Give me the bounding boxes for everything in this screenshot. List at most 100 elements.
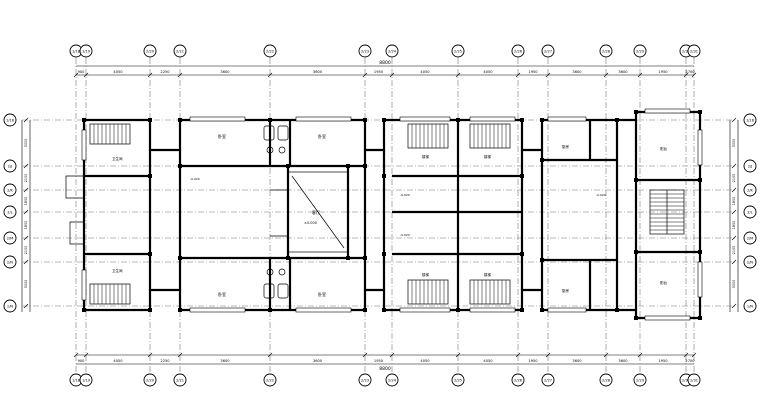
axis-bubble-label: 1/18 [72, 379, 81, 383]
column [148, 174, 152, 178]
dim-tick [545, 72, 551, 78]
dim-tick [603, 72, 609, 78]
dim-value-top: 3600 [220, 70, 230, 74]
dim-tick [455, 352, 461, 358]
room-label-bath-2: 卫生间 [112, 268, 123, 273]
window [547, 307, 587, 313]
window [644, 315, 691, 321]
axis-bubble-circle [79, 373, 93, 387]
axis-bubble-circle [143, 44, 157, 58]
axis-bubble-label: 2/28 [602, 379, 611, 383]
dim-value-top: 4050 [420, 70, 430, 74]
column [540, 308, 544, 312]
room-label-bedroom-3: 卧室 [218, 291, 226, 297]
bathroom-bottom-center [263, 268, 289, 299]
column [698, 250, 702, 254]
dim-value-top: 900 [78, 70, 86, 74]
dim-tick [731, 163, 737, 169]
axis-bubble-circle [385, 373, 399, 387]
axis-bubble-circle [743, 183, 757, 197]
axis-bubble-bottom: 2/31 [687, 373, 701, 387]
column [520, 252, 524, 256]
overall-dimension-top: 8800 [379, 60, 391, 66]
room-label-bedroom-4: 卧室 [318, 291, 326, 297]
axis-bubble-circle [743, 255, 757, 269]
axis-bubble-label: 2/M [7, 237, 14, 241]
axis-bubble-right: 2/M [743, 231, 757, 245]
axis-bubble-left: 2/K [3, 183, 17, 197]
column [346, 256, 350, 260]
dim-tick [731, 303, 737, 309]
axis-bubble-top: 1/19 [79, 44, 93, 58]
axis-bubble-label: 1/19 [82, 50, 91, 54]
dim-tick [147, 352, 153, 358]
column [148, 308, 152, 312]
dim-tick [83, 72, 89, 78]
axis-bubble-label: 2/24 [388, 379, 397, 383]
axis-bubble-circle [633, 44, 647, 58]
axis-bubble-label: 2/N [7, 261, 13, 265]
axis-bubble-bottom: 2/21 [173, 373, 187, 387]
column [363, 308, 367, 312]
axis-bubble-circle [743, 205, 757, 219]
dim-tick [545, 352, 551, 358]
elevation-mark-2: -0.020 [400, 193, 410, 197]
axis-bubble-circle [511, 373, 525, 387]
dim-value-bottom: 3600 [572, 359, 582, 363]
axis-bubble-right: 2/J [743, 159, 757, 173]
axis-bubble-bottom: 2/28 [599, 373, 613, 387]
interior-walls [84, 120, 700, 310]
column [363, 256, 367, 260]
dim-tick [731, 187, 737, 193]
axis-bubble-label: 2/31 [690, 50, 698, 54]
window [189, 307, 246, 313]
dim-tick [23, 187, 29, 193]
dim-value-left: 2100 [24, 174, 28, 183]
axis-bubble-circle [263, 44, 277, 58]
axis-bubble-circle [687, 44, 701, 58]
column [520, 174, 524, 178]
axis-bubble-top: 2/28 [599, 44, 613, 58]
dim-value-top: 3600 [572, 70, 582, 74]
dim-tick [362, 72, 368, 78]
window [295, 116, 352, 122]
axis-bubble-bottom: 2/29 [633, 373, 647, 387]
dim-tick [23, 259, 29, 265]
axis-bubble-circle [451, 44, 465, 58]
axis-bubble-circle [3, 113, 17, 127]
column [382, 118, 386, 122]
axis-bubble-circle [541, 373, 555, 387]
dim-value-bottom: 1950 [528, 359, 538, 363]
room-label-kitchen-1: 厨房 [562, 144, 570, 149]
central-hall [270, 171, 349, 253]
column [268, 118, 272, 122]
dim-value-bottom: 3600 [313, 359, 323, 363]
dim-tick [83, 352, 89, 358]
dim-value-bottom: 3600 [618, 359, 628, 363]
axis-bubble-top: 2/29 [633, 44, 647, 58]
axis-bubble-right: 2/L [743, 205, 757, 219]
dim-tick [73, 352, 79, 358]
axis-bubble-circle [3, 231, 17, 245]
axis-bubble-circle [173, 373, 187, 387]
dim-value-top: 1950 [528, 70, 538, 74]
dim-tick [267, 352, 273, 358]
dim-tick [683, 72, 689, 78]
window [469, 307, 516, 313]
axis-grid-lines [22, 58, 738, 372]
window [547, 116, 587, 122]
bottom-dimension-chain: 8800 [76, 354, 694, 372]
dim-value-right: 2100 [732, 174, 736, 183]
dim-tick [267, 72, 273, 78]
axis-bubble-circle [358, 373, 372, 387]
room-label-stair-4: 楼梯 [484, 272, 492, 277]
window [697, 129, 703, 166]
left-dimension-chain [21, 120, 31, 312]
column [363, 164, 367, 168]
column [82, 118, 86, 122]
room-label-balcony-2: 阳台 [660, 280, 668, 285]
column [615, 308, 619, 312]
axis-bubble-circle [173, 44, 187, 58]
axis-bubble-label: 2/22 [266, 50, 274, 54]
axis-bubble-circle [79, 44, 93, 58]
